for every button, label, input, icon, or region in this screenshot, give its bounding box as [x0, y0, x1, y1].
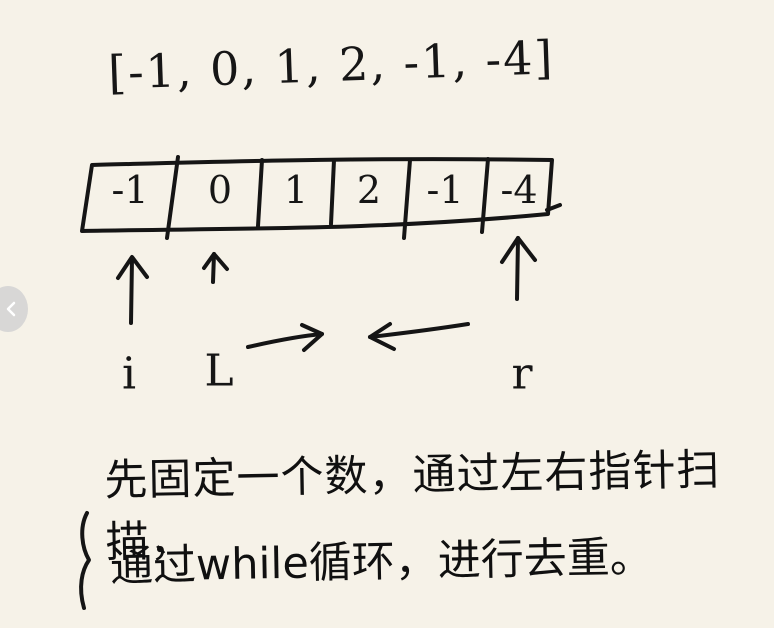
- chevron-left-icon: [6, 301, 16, 317]
- pointer-i-label: i: [121, 348, 137, 400]
- cell-value: 0: [207, 168, 233, 212]
- move-left-arrow-icon: [368, 322, 470, 351]
- pointer-left-arrow-icon: [202, 252, 229, 284]
- note-brace: [79, 511, 91, 610]
- cell-divider-2: [256, 158, 264, 228]
- pointer-right-label: r: [511, 348, 533, 400]
- note-line-2: 通过while循环，进行去重。: [109, 532, 654, 592]
- pointer-right-arrow-icon: [500, 236, 537, 301]
- pointer-left-label: L: [204, 345, 234, 397]
- cell-value: 2: [356, 168, 382, 212]
- cell-divider-4: [402, 158, 412, 240]
- cell-value: -4: [500, 168, 538, 212]
- cell-divider-3: [329, 158, 336, 226]
- cell-divider-5: [480, 157, 490, 234]
- pointer-i-arrow-icon: [116, 255, 149, 325]
- cell-divider-1: [165, 155, 180, 240]
- cell-value: -1: [426, 168, 464, 212]
- array-box-outline: [80, 157, 554, 233]
- cell-value: 1: [283, 168, 309, 212]
- cell-value: -1: [111, 168, 149, 212]
- cell-overflow-line: [545, 203, 562, 212]
- move-right-arrow-icon: [246, 323, 324, 352]
